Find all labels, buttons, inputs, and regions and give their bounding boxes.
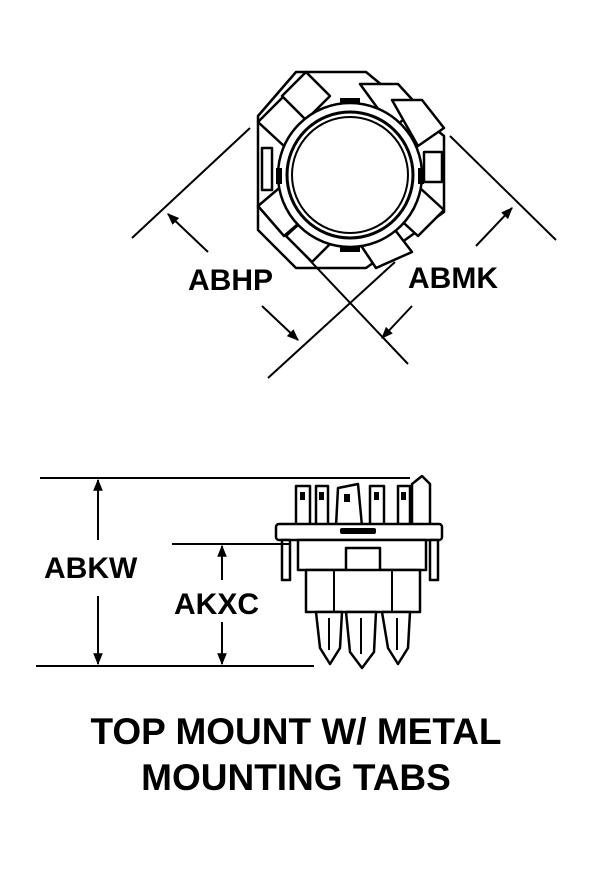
abmk-arrow-upper: [475, 207, 513, 247]
caption-line-1: TOP MOUNT W/ METAL: [90, 711, 501, 752]
abmk-arrow-lower: [381, 305, 413, 339]
abhp-arrow-lower: [261, 305, 299, 341]
vertical-dimensions: [36, 477, 410, 667]
lower-body: [304, 568, 422, 614]
top-view: [256, 70, 446, 270]
label-abkw: ABKW: [44, 552, 138, 585]
caption-line-2: MOUNTING TABS: [141, 757, 451, 798]
bottom-pins: [314, 610, 412, 670]
inner-ring: [285, 110, 415, 240]
metal-tab-right: [428, 538, 440, 582]
contact-slots: [276, 98, 424, 252]
side-view: [274, 474, 444, 670]
side-tab-left: [260, 146, 274, 192]
top-terminals: [294, 474, 432, 532]
label-akxc: AKXC: [174, 588, 259, 621]
bore: [291, 116, 409, 234]
diagonal-dimensions: [131, 127, 557, 379]
abhp-arrow-upper: [167, 213, 209, 253]
center-key: [344, 546, 382, 574]
side-tab-right: [422, 150, 444, 184]
metal-tab-left: [280, 538, 292, 582]
label-abmk: ABMK: [408, 262, 498, 295]
outer-ring: [276, 101, 424, 249]
label-abhp: ABHP: [188, 264, 273, 297]
